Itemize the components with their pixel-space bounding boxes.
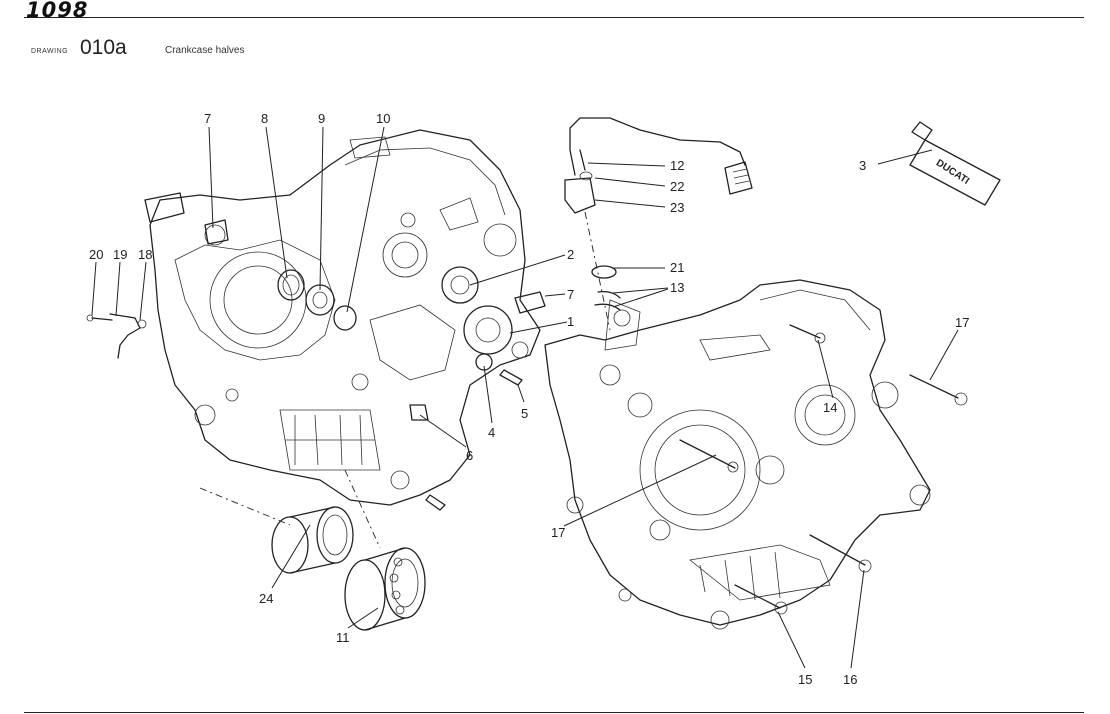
callout-12: 12 (670, 158, 684, 173)
callout-7b: 7 (567, 287, 574, 302)
callout-7a: 7 (204, 111, 211, 126)
callout-17a: 17 (955, 315, 969, 330)
callout-15: 15 (798, 672, 812, 687)
callout-18: 18 (138, 247, 152, 262)
main-bearing-24 (271, 506, 354, 574)
right-half-bolts (679, 324, 968, 615)
callout-13: 13 (670, 280, 684, 295)
callout-16: 16 (843, 672, 857, 687)
callout-23: 23 (670, 200, 684, 215)
right-crankcase-half (544, 279, 931, 630)
callout-8: 8 (261, 111, 268, 126)
callout-6: 6 (466, 448, 473, 463)
callout-17b: 17 (551, 525, 565, 540)
callout-14: 14 (823, 400, 837, 415)
callout-9: 9 (318, 111, 325, 126)
left-crankcase-half (144, 129, 541, 506)
callout-numbers: 7 8 9 10 12 22 23 3 20 19 18 2 7 21 13 1… (89, 111, 969, 687)
callout-11: 11 (336, 630, 350, 645)
footer-rule (24, 712, 1084, 713)
callout-10: 10 (376, 111, 390, 126)
speed-sensor-assembly (564, 117, 753, 331)
callout-20: 20 (89, 247, 103, 262)
main-bearing-11 (344, 547, 426, 631)
callout-2: 2 (567, 247, 574, 262)
sealant-tube: DUCATI (909, 121, 1001, 206)
callout-21: 21 (670, 260, 684, 275)
callout-1: 1 (567, 314, 574, 329)
leader-lines (91, 126, 959, 669)
oil-pipe-bracket (86, 313, 147, 359)
header-rule (24, 17, 1084, 18)
drawing-number: 010a (80, 36, 127, 59)
drawing-label: DRAWING (31, 48, 69, 55)
callout-22: 22 (670, 179, 684, 194)
callout-5: 5 (521, 406, 528, 421)
callout-24: 24 (259, 591, 273, 606)
brand-logo: 1098 (26, 0, 89, 22)
callout-4: 4 (488, 425, 495, 440)
drawing-title: Crankcase halves (165, 45, 245, 56)
callout-19: 19 (113, 247, 127, 262)
callout-3: 3 (859, 158, 866, 173)
